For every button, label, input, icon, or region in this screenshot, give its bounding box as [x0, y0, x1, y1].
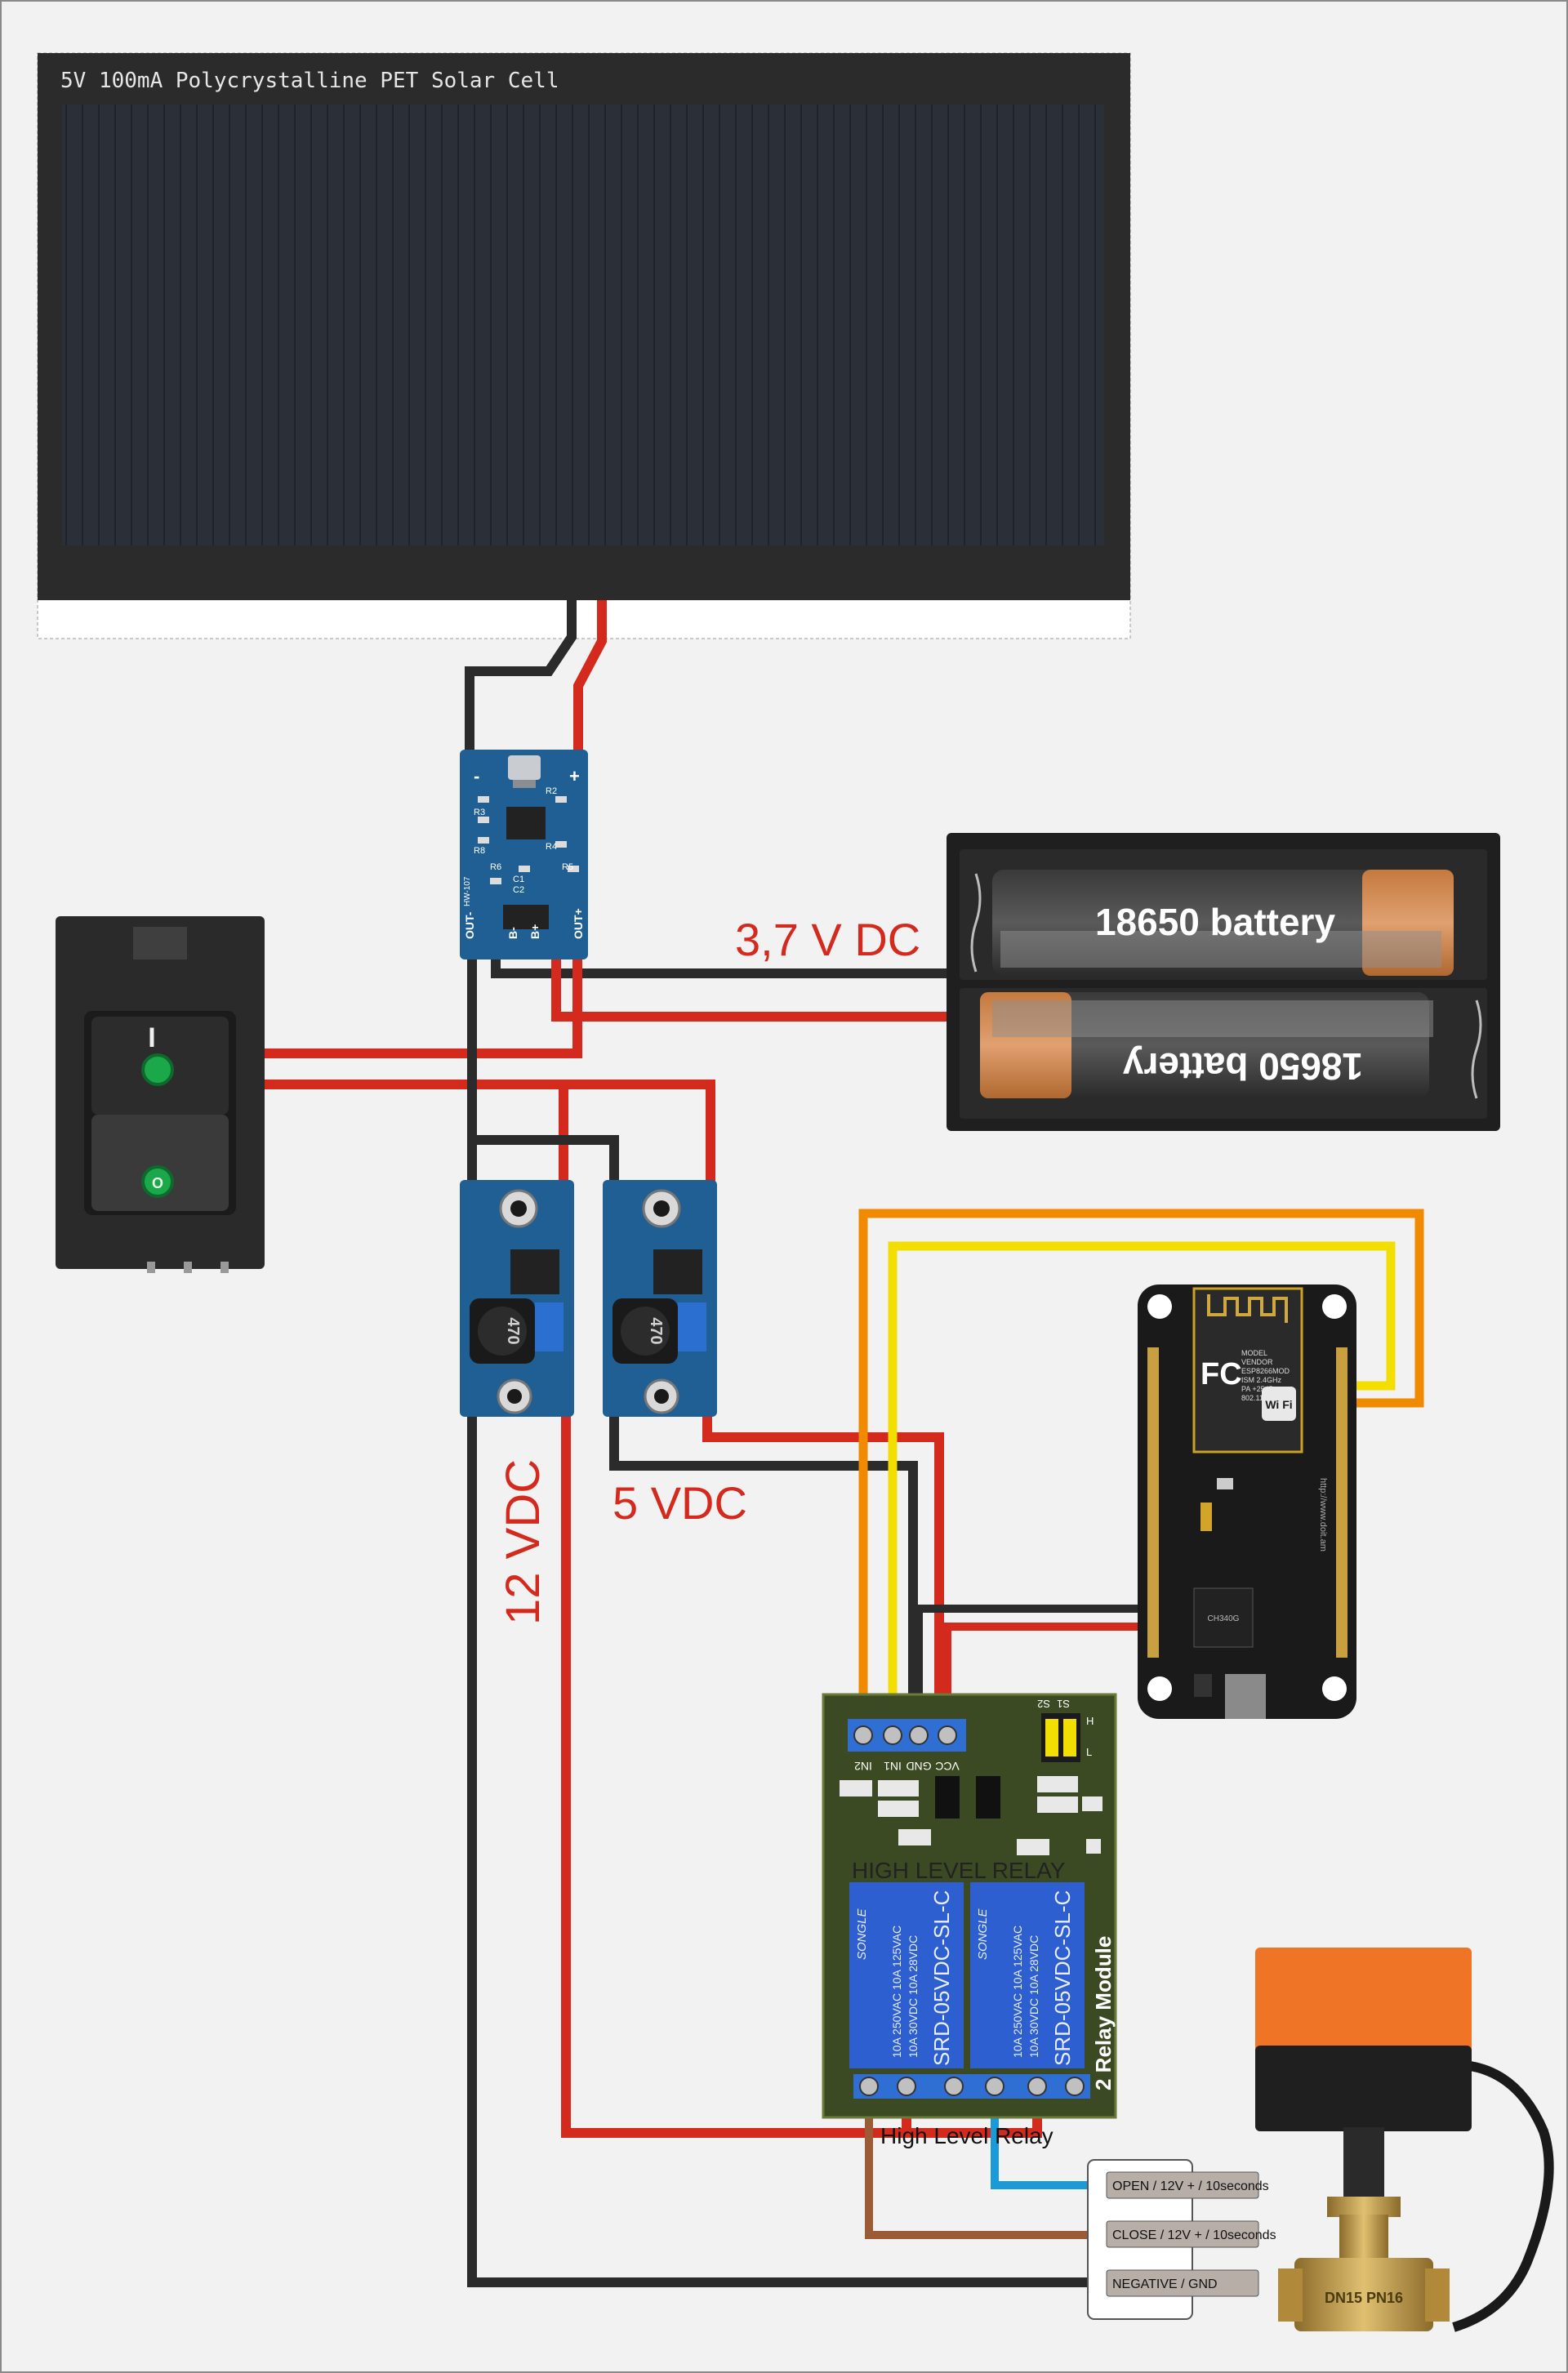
charger-component-c1: C1 [513, 875, 524, 884]
wire-ground-bucks [472, 1135, 619, 1188]
charger-component-r2: R2 [546, 786, 557, 796]
buck-converter-12v: 470 [460, 1180, 574, 1417]
charger-component-r3: R3 [474, 808, 485, 817]
rocker-switch[interactable]: I O [56, 916, 265, 1273]
relay-2-brand: SONGLE [976, 1908, 990, 1960]
charger-pin-b-minus: B- [506, 927, 519, 939]
relay-jumper-s2: S2 [1037, 1698, 1050, 1710]
buck-12v-inductor-label: 470 [504, 1317, 522, 1344]
wire-solar-negative [465, 600, 577, 759]
relay-pin-vcc: VCC [935, 1760, 960, 1773]
wire-solar-positive [573, 600, 607, 759]
relay-1-model: SRD-05VDC-SL-C [929, 1890, 954, 2066]
charger-pin-out-plus: OUT+ [572, 908, 585, 939]
nodemcu-usb-chip: CH340G [1208, 1614, 1240, 1623]
charger-component-c2: C2 [513, 885, 524, 895]
valve-body-text: DN15 PN16 [1325, 2290, 1403, 2306]
wire-signal-in1 [888, 1241, 1396, 1719]
wire-valve-close [865, 2086, 1107, 2239]
relay-board-title: HIGH LEVEL RELAY [852, 1858, 1066, 1883]
wires [265, 600, 1424, 2287]
solar-panel-label: 5V 100mA Polycrystalline PET Solar Cell [60, 69, 559, 93]
nodemcu-pa: PA +25dBm [1241, 1385, 1280, 1393]
relay-pin-in1: IN1 [884, 1760, 902, 1773]
nodemcu-802: 802.11b/g/n [1241, 1394, 1280, 1402]
wire-5v-ground [609, 1411, 918, 1719]
relay-2-rating2: 10A 30VDC 10A 28VDC [1027, 1935, 1040, 2058]
relay-jumper-h: H [1086, 1715, 1094, 1727]
label-5v: 5 VDC [612, 1477, 747, 1529]
charger-module: - + R3 R8 R6 C1 C2 R2 R4 R5 HW-107 OUT- … [460, 750, 588, 959]
charger-component-r5: R5 [562, 862, 573, 872]
relay-caption: High Level Relay [880, 2123, 1054, 2148]
relay-2-rating1: 10A 250VAC 10A 125VAC [1011, 1926, 1024, 2058]
wire-nodemcu-ground [915, 1605, 1152, 1719]
solar-panel: 5V 100mA Polycrystalline PET Solar Cell [37, 52, 1131, 639]
charger-pin-plus: + [569, 766, 580, 786]
wire-valve-open [991, 2086, 1107, 2189]
nodemcu-vendor: VENDOR [1241, 1358, 1273, 1366]
label-12v: 12 VDC [497, 1459, 550, 1625]
charger-component-hw107: HW-107 [463, 876, 472, 906]
label-battery-voltage: 3,7 V DC [735, 914, 920, 965]
charger-pin-minus: - [474, 766, 479, 786]
switch-off-symbol: O [152, 1175, 163, 1191]
wifi-logo-icon [1262, 1387, 1296, 1421]
relay-jumper-s1: S1 [1057, 1698, 1070, 1710]
buck-converter-5v: 470 [603, 1180, 717, 1417]
terminal-close-label: CLOSE / 12V + / 10seconds [1112, 2228, 1276, 2242]
nodemcu-fcc: FC [1200, 1357, 1242, 1391]
terminal-ground-label: NEGATIVE / GND [1112, 2277, 1218, 2291]
battery-holder: 18650 battery 18650 battery [947, 833, 1500, 1131]
nodemcu-board: FC MODEL VENDOR ESP8266MOD ISM 2.4GHz PA… [1138, 1284, 1356, 1719]
nodemcu-model: MODEL [1241, 1349, 1267, 1357]
wire-5v-positive [702, 1411, 944, 1719]
nodemcu-module: ESP8266MOD [1241, 1367, 1290, 1375]
switch-off-indicator [141, 1165, 174, 1198]
charger-pin-out-minus: OUT- [463, 911, 476, 939]
valve-terminal-block: OPEN / 12V + / 10seconds CLOSE / 12V + /… [1087, 2159, 1276, 2320]
battery-cell-2-label: 18650 battery [1123, 1045, 1363, 1088]
relay-pin-in2: IN2 [854, 1760, 872, 1773]
nodemcu-wifi: Wi Fi [1265, 1398, 1292, 1411]
charger-pin-b-plus: B+ [528, 924, 541, 939]
relay-side-title: 2 Relay Module [1091, 1936, 1116, 2090]
switch-on-indicator [141, 1053, 174, 1086]
nodemcu-ism: ISM 2.4GHz [1241, 1376, 1282, 1384]
relay-1-brand: SONGLE [855, 1908, 869, 1960]
nodemcu-url: http://www.doit.am [1318, 1478, 1328, 1552]
wire-nodemcu-vin [943, 1623, 1152, 1719]
wire-battery-positive [551, 947, 947, 1022]
charger-component-r8: R8 [474, 846, 485, 856]
battery-cell-1-label: 18650 battery [1095, 901, 1335, 943]
wire-outplus-switch [265, 947, 582, 1058]
wire-signal-in2 [858, 1209, 1424, 1719]
relay-module: IN2 IN1 GND VCC S2 S1 H L HIGH LEVEL REL… [822, 1693, 1117, 2119]
switch-on-symbol: I [148, 1022, 155, 1053]
charger-component-r4: R4 [546, 842, 557, 852]
buck-5v-inductor-label: 470 [647, 1317, 665, 1344]
relay-jumper-l: L [1086, 1746, 1092, 1758]
relay-1-rating2: 10A 30VDC 10A 28VDC [906, 1935, 920, 2058]
charger-component-r6: R6 [490, 862, 501, 872]
wire-switch-buck-12 [265, 1080, 715, 1188]
relay-1-rating1: 10A 250VAC 10A 125VAC [890, 1926, 903, 2058]
relay-pin-gnd: GND [906, 1760, 931, 1773]
terminal-open-label: OPEN / 12V + / 10seconds [1112, 2179, 1269, 2193]
relay-2-model: SRD-05VDC-SL-C [1050, 1890, 1075, 2066]
motorized-valve: DN15 PN16 [1255, 1948, 1554, 2332]
